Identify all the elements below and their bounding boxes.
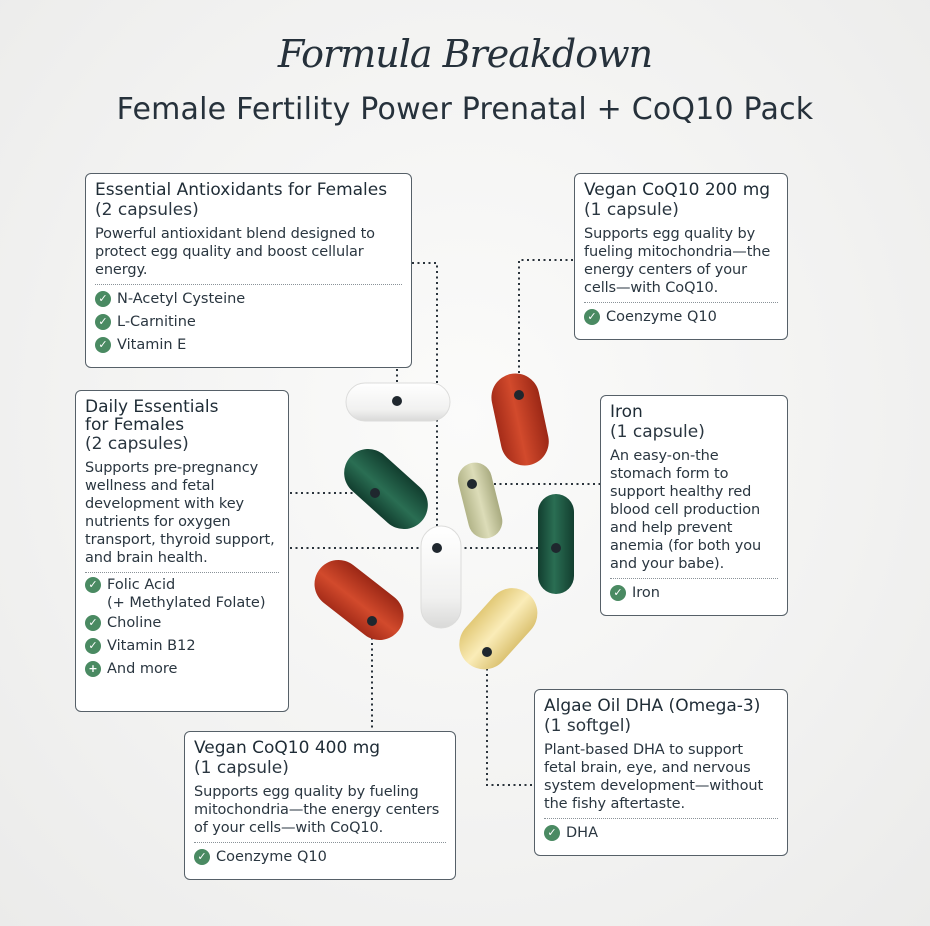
card-title: Vegan CoQ10 400 mg: [194, 738, 381, 758]
card-description: Supports egg quality by fueling mitochon…: [584, 226, 771, 296]
check-icon: ✓: [584, 309, 600, 325]
card-title: Vegan CoQ10 200 mg: [584, 180, 771, 200]
ingredient-item: +And more: [85, 660, 279, 678]
ingredient-item: ✓Coenzyme Q10: [584, 308, 778, 326]
connector-coq10-200: [518, 259, 573, 395]
card-algae-oil-dha: Algae Oil DHA (Omega-3) (1 softgel) Plan…: [534, 689, 788, 856]
divider: [85, 572, 279, 573]
softgel-dha: [459, 588, 538, 670]
card-description: An easy-on-the stomach form to support h…: [610, 448, 762, 572]
card-vegan-coq10-200: Vegan CoQ10 200 mg (1 capsule) Supports …: [574, 173, 788, 340]
ingredient-item: ✓Coenzyme Q10: [194, 848, 446, 866]
red-capsule-coq10-200: [491, 373, 549, 466]
card-daily-essentials: Daily Essentials for Females (2 capsules…: [75, 390, 289, 712]
red-capsule-coq10-400: [314, 559, 404, 641]
divider: [610, 578, 778, 579]
check-icon: ✓: [85, 638, 101, 654]
check-icon: ✓: [610, 585, 626, 601]
card-iron: Iron (1 capsule) An easy-on-the stomach …: [600, 395, 788, 616]
ingredient-item: ✓L-Carnitine: [95, 313, 402, 331]
card-title: Daily Essentials for Females: [85, 397, 219, 435]
card-description: Powerful antioxidant blend designed to p…: [95, 226, 375, 278]
card-essential-antioxidants: Essential Antioxidants for Females (2 ca…: [85, 173, 412, 368]
card-subtitle: (2 capsules): [85, 434, 189, 454]
divider: [584, 302, 778, 303]
card-subtitle: (2 capsules): [95, 200, 199, 220]
green-capsule-daily: [344, 448, 428, 530]
ingredient-item: ✓Vitamin B12: [85, 637, 279, 655]
card-vegan-coq10-400: Vegan CoQ10 400 mg (1 capsule) Supports …: [184, 731, 456, 880]
connector-antioxidants: [412, 262, 438, 548]
card-title: Algae Oil DHA (Omega-3): [544, 696, 761, 716]
card-title: Essential Antioxidants for Females: [95, 180, 388, 200]
plus-icon: +: [85, 661, 101, 677]
ingredient-item: ✓DHA: [544, 824, 778, 842]
ingredient-item: ✓Iron: [610, 584, 778, 602]
check-icon: ✓: [95, 291, 111, 307]
divider: [194, 842, 446, 843]
ingredient-item: ✓N-Acetyl Cysteine: [95, 290, 402, 308]
connector-dots: [367, 390, 561, 657]
check-icon: ✓: [95, 314, 111, 330]
check-icon: ✓: [95, 337, 111, 353]
check-icon: ✓: [194, 849, 210, 865]
card-subtitle: (1 softgel): [544, 716, 632, 736]
check-icon: ✓: [85, 577, 101, 593]
check-icon: ✓: [85, 615, 101, 631]
page-title: Female Fertility Power Prenatal + CoQ10 …: [116, 92, 814, 127]
card-description: Supports egg quality by fueling mitochon…: [194, 784, 440, 836]
ingredient-item: ✓Choline: [85, 614, 279, 632]
sage-capsule-iron: [457, 462, 503, 539]
card-subtitle: (1 capsule): [584, 200, 679, 220]
card-subtitle: (1 capsule): [610, 422, 705, 442]
card-title: Iron: [610, 402, 643, 422]
divider: [544, 818, 778, 819]
white-capsule-center: [420, 525, 462, 629]
connector-lines: [290, 259, 600, 786]
connector-dha: [486, 652, 535, 786]
card-description: Supports pre-pregnancy wellness and feta…: [85, 460, 275, 566]
check-icon: ✓: [544, 825, 560, 841]
card-subtitle: (1 capsule): [194, 758, 289, 778]
ingredient-item: ✓Vitamin E: [95, 336, 402, 354]
card-description: Plant-based DHA to support fetal brain, …: [544, 742, 764, 812]
formula-breakdown-heading: Formula Breakdown: [277, 32, 653, 76]
ingredient-item: ✓Folic Acid (+ Methylated Folate): [85, 576, 279, 612]
divider: [95, 284, 402, 285]
